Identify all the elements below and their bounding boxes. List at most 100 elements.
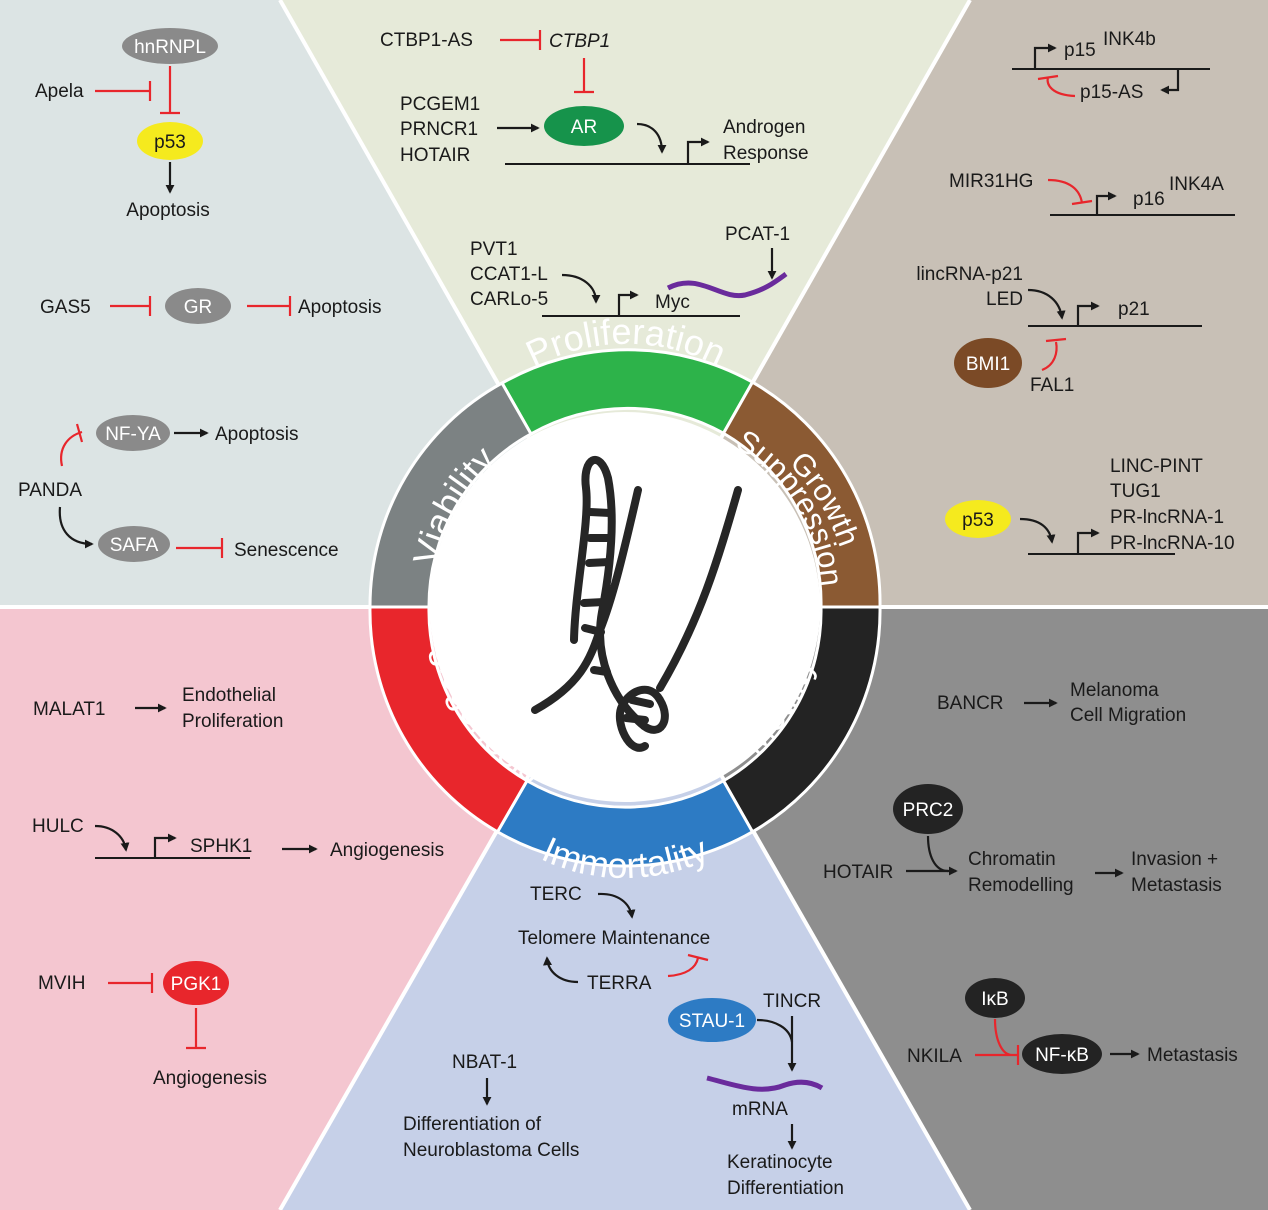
label-ctbp1-as: CTBP1-AS [380, 30, 473, 51]
promoter-p16 [1095, 191, 1117, 215]
label-nbat1: NBAT-1 [452, 1052, 517, 1073]
label-mvih: MVIH [38, 973, 86, 994]
label-invasion: Invasion + [1131, 849, 1218, 870]
label-gas5: GAS5 [40, 297, 91, 318]
label-terc: TERC [530, 884, 582, 905]
label-response: Response [723, 143, 809, 164]
label-prolif-endothelial: Proliferation [182, 711, 283, 732]
promoter-myc [617, 290, 639, 316]
link-prc2-hotair [926, 835, 949, 873]
label-lincrna-p21: lincRNA-p21 [916, 264, 1023, 285]
label-neuroblastoma: Neuroblastoma Cells [403, 1140, 579, 1161]
label-p15-sup: INK4b [1103, 29, 1156, 50]
mrna-keratinocyte [706, 1075, 824, 1092]
node-safa [98, 526, 170, 562]
label-p16: p16 [1133, 189, 1165, 210]
promoter-sphk1 [153, 833, 177, 858]
node-hnrnpl [122, 28, 218, 64]
label-led: LED [986, 289, 1023, 310]
node-bmi1 [954, 338, 1022, 388]
label-keratinocyte: Keratinocyte [727, 1152, 833, 1173]
label-endothelial: Endothelial [182, 685, 276, 706]
inhibit-pgk1-angiogenesis [186, 1008, 206, 1050]
promoter-p15 [1033, 43, 1057, 69]
arrow-panda-safa [58, 506, 94, 549]
inhibit-mvih-pgk1 [108, 973, 154, 993]
label-tincr: TINCR [763, 991, 821, 1012]
label-senescence: Senescence [234, 540, 339, 561]
lncrna-hairpin-icon [531, 455, 742, 752]
inhibit-terra-telomere [667, 953, 709, 978]
inhibit-apela-hnrnpl [95, 81, 152, 101]
label-tug1: TUG1 [1110, 481, 1161, 502]
label-mrna: mRNA [732, 1099, 788, 1120]
label-safa: SAFA [110, 535, 159, 556]
node-ar [544, 106, 624, 146]
node-gr [165, 288, 231, 324]
label-p53-viability: p53 [154, 132, 186, 153]
node-p53-growth [945, 500, 1011, 538]
label-pgk1: PGK1 [171, 974, 222, 995]
node-stau1 [668, 998, 756, 1042]
label-malat1: MALAT1 [33, 699, 106, 720]
label-prc2: PRC2 [903, 800, 954, 821]
label-gr: GR [184, 297, 213, 318]
label-p21: p21 [1118, 299, 1150, 320]
label-apela: Apela [35, 81, 84, 102]
inhibit-mir31hg-p16 [1047, 178, 1093, 206]
label-stau1: STAU-1 [679, 1011, 745, 1032]
inhibit-safa-senescence [176, 538, 224, 558]
label-nfya: NF-YA [105, 424, 161, 445]
label-pcat1: PCAT-1 [725, 224, 790, 245]
label-p53-growth: p53 [962, 510, 994, 531]
label-p16-sup: INK4A [1169, 174, 1224, 195]
node-ikb [965, 978, 1025, 1018]
node-p53-viability [137, 122, 203, 160]
label-linc-pint: LINC-PINT [1110, 456, 1203, 477]
label-cell-migration: Cell Migration [1070, 705, 1186, 726]
label-diff-of: Differentiation of [403, 1114, 542, 1135]
proliferation-panel [280, 0, 970, 607]
inhibit-nkila-nfkb [975, 1018, 1020, 1065]
arrow-terc-telomere [597, 892, 636, 919]
label-p15as: p15-AS [1080, 82, 1143, 103]
promoter-p21 [1076, 301, 1100, 326]
label-angiogenesis-1: Angiogenesis [330, 840, 444, 861]
label-nfkb: NF-κB [1035, 1045, 1089, 1066]
label-hotair-motility: HOTAIR [823, 862, 893, 883]
arrow-hulc-sphk1 [94, 824, 130, 852]
label-hulc: HULC [32, 816, 84, 837]
arrow-ar-promoter [636, 122, 667, 154]
label-carlo5: CARLo-5 [470, 289, 548, 310]
label-bmi1: BMI1 [966, 354, 1010, 375]
label-p15: p15 [1064, 40, 1096, 61]
inhibit-gr-apoptosis [247, 296, 292, 316]
label-pvt1: PVT1 [470, 239, 518, 260]
label-myc: Myc [655, 292, 690, 313]
label-differentiation: Differentiation [727, 1178, 844, 1199]
label-remodelling: Remodelling [968, 875, 1074, 896]
label-prncr1: PRNCR1 [400, 119, 478, 140]
arrow-terra-telomere [543, 956, 579, 984]
label-angiogenesis-2: Angiogenesis [153, 1068, 267, 1089]
label-hotair-prolif: HOTAIR [400, 145, 470, 166]
inhibit-gas5-gr [110, 296, 152, 316]
inhibit-panda-nfya [60, 423, 84, 467]
promoter-prlncrna [1076, 528, 1100, 554]
label-ctbp1: CTBP1 [549, 31, 610, 52]
ring-segment-viability [368, 381, 534, 609]
label-apoptosis-1: Apoptosis [126, 200, 209, 221]
label-metastasis-1: Metastasis [1131, 875, 1222, 896]
mrna-myc [666, 271, 788, 299]
label-apoptosis-2: Apoptosis [298, 297, 381, 318]
label-ikb: IκB [981, 989, 1008, 1010]
label-panda: PANDA [18, 480, 82, 501]
label-apoptosis-3: Apoptosis [215, 424, 298, 445]
label-ccat1l: CCAT1-L [470, 264, 548, 285]
node-nfya [96, 415, 170, 451]
arrow-lincrna-p21 [1027, 288, 1066, 320]
label-fal1: FAL1 [1030, 375, 1074, 396]
arrow-p53-prlncrna [1019, 517, 1056, 544]
label-metastasis-2: Metastasis [1147, 1045, 1238, 1066]
